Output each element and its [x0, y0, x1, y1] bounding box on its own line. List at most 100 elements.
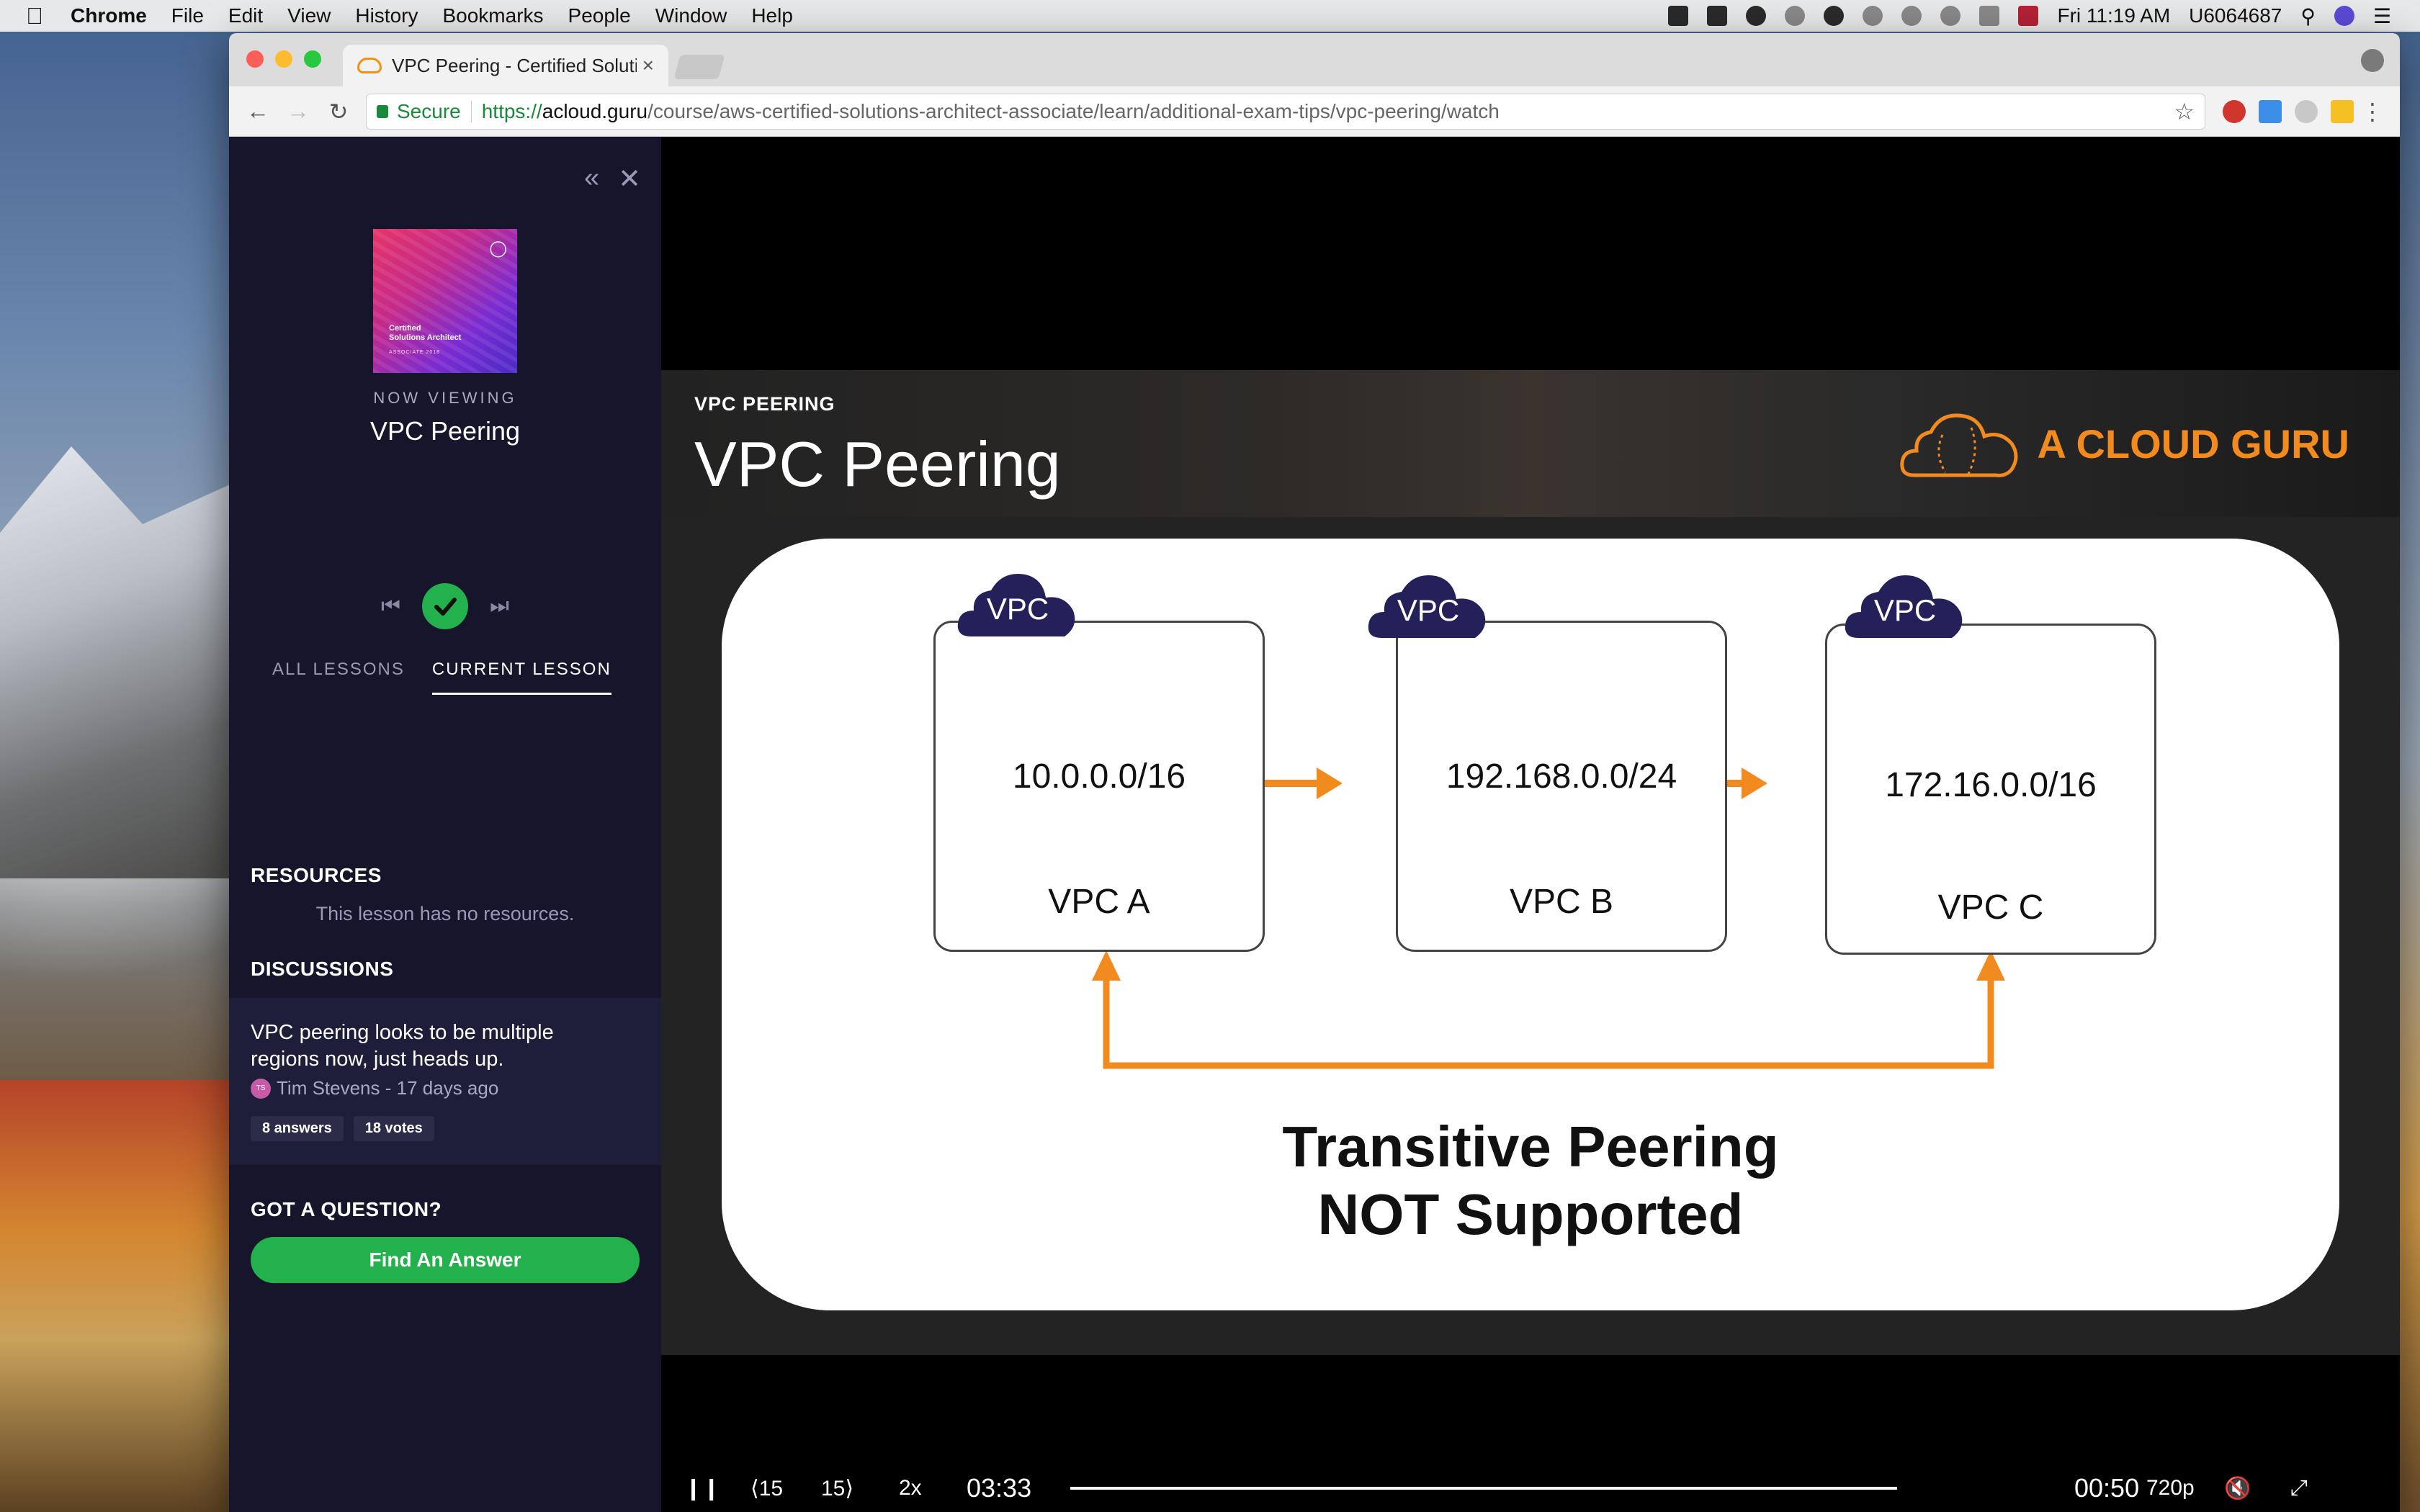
vpc-b-name: VPC B: [1509, 883, 1614, 921]
page-content: « ✕ ◯ Certified Solutions Architect ASSO…: [229, 137, 2400, 1512]
brand-logo: A CLOUD GURU: [1899, 406, 2349, 481]
url-path: /course/aws-certified-solutions-architec…: [647, 99, 1500, 122]
discussion-item[interactable]: VPC peering looks to be multiple regions…: [229, 998, 661, 1165]
back-arrow-icon[interactable]: ←: [246, 98, 269, 124]
menu-view[interactable]: View: [287, 4, 331, 27]
menu-bookmarks[interactable]: Bookmarks: [442, 4, 544, 27]
extension-circle-icon[interactable]: [2295, 99, 2318, 123]
new-tab-button[interactable]: [673, 55, 725, 79]
next-lesson-icon[interactable]: ⏭: [490, 594, 509, 618]
vpc-b-badge: VPC: [1397, 593, 1460, 627]
close-tab-icon[interactable]: ×: [642, 54, 654, 76]
tab-strip: VPC Peering - Certified Solutio ×: [229, 33, 2400, 86]
discussion-author[interactable]: Tim Stevens: [277, 1077, 380, 1099]
siri-icon[interactable]: [2334, 6, 2354, 26]
vpc-b-box: 192.168.0.0/24 VPC B: [1396, 621, 1727, 952]
tab-current-lesson[interactable]: CURRENT LESSON: [431, 660, 611, 695]
quality-button[interactable]: 720p: [2146, 1476, 2195, 1500]
forward-15-button[interactable]: 15⟩: [821, 1476, 854, 1500]
cloud-icon: [1368, 575, 1486, 638]
now-viewing-label: NOW VIEWING: [373, 389, 517, 407]
slide-caption: Transitive Peering NOT Supported: [722, 1113, 2339, 1248]
active-tab[interactable]: VPC Peering - Certified Solutio ×: [343, 45, 668, 86]
menu-edit[interactable]: Edit: [228, 4, 264, 27]
find-an-answer-button[interactable]: Find An Answer: [251, 1237, 640, 1283]
forward-label: 15: [821, 1476, 846, 1500]
cloud-logo-icon: [1899, 413, 2018, 477]
battery-icon[interactable]: [1979, 6, 2000, 26]
apple-menu-icon[interactable]: : [26, 3, 58, 30]
volume-icon[interactable]: [1940, 6, 1961, 26]
elapsed-time: 03:33: [967, 1473, 1032, 1503]
question-heading: GOT A QUESTION?: [251, 1198, 442, 1220]
creative-cloud-icon[interactable]: [1785, 6, 1806, 26]
cloud-icon: [1845, 575, 1963, 638]
extensions: [2213, 99, 2354, 123]
menu-people[interactable]: People: [568, 4, 631, 27]
votes-badge: 18 votes: [353, 1116, 434, 1141]
vpc-a-name: VPC A: [1048, 883, 1150, 921]
video-player[interactable]: VPC PEERING VPC Peering A CLOUD GURU: [661, 137, 2400, 1512]
lesson-navigation: ⏮ ⏭: [229, 583, 661, 629]
menu-help[interactable]: Help: [751, 4, 793, 27]
vpc-b-cidr: 192.168.0.0/24: [1446, 757, 1677, 796]
menu-bar:  Chrome File Edit View History Bookmark…: [0, 0, 2420, 32]
sidebar-controls: « ✕: [584, 163, 641, 195]
menu-history[interactable]: History: [355, 4, 418, 27]
lesson-complete-button[interactable]: [422, 583, 468, 629]
evernote-icon[interactable]: [1707, 6, 1728, 26]
url-host: acloud.guru: [542, 99, 648, 122]
us-flag-icon[interactable]: [2018, 6, 2039, 26]
tab-all-lessons[interactable]: ALL LESSONS: [272, 660, 405, 679]
chrome-menu-icon[interactable]: ⋮: [2361, 98, 2384, 125]
browser-window: VPC Peering - Certified Solutio × ← → ↻ …: [229, 33, 2400, 1512]
address-bar[interactable]: Secure https:// acloud.guru /course/aws-…: [366, 93, 2205, 130]
menubar-clock[interactable]: Fri 11:19 AM: [2057, 4, 2171, 27]
sync-icon[interactable]: [1824, 6, 1845, 26]
reload-icon[interactable]: ↻: [328, 98, 349, 125]
profile-icon[interactable]: [2361, 49, 2384, 72]
wallpaper-mountain: [0, 446, 238, 878]
skype-icon[interactable]: [1746, 6, 1767, 26]
menu-app-name[interactable]: Chrome: [71, 4, 147, 27]
bookmark-star-icon[interactable]: ☆: [2174, 98, 2195, 125]
extension-cast-icon[interactable]: [2331, 99, 2354, 123]
close-window-button[interactable]: [246, 50, 264, 68]
collapse-sidebar-icon[interactable]: «: [584, 163, 600, 193]
forward-arrow-icon[interactable]: →: [287, 98, 310, 124]
wifi-icon[interactable]: [1901, 6, 1922, 26]
menu-window[interactable]: Window: [655, 4, 727, 27]
zoom-window-button[interactable]: [304, 50, 321, 68]
playback-speed-button[interactable]: 2x: [899, 1476, 922, 1500]
vpc-a-badge: VPC: [986, 592, 1049, 626]
minimize-window-button[interactable]: [275, 50, 292, 68]
cover-title-line2: Solutions Architect: [389, 333, 462, 342]
printer-icon[interactable]: [1668, 6, 1689, 26]
menubar-user[interactable]: U6064687: [2189, 4, 2282, 27]
rewind-15-button[interactable]: ⟨15: [750, 1476, 784, 1500]
extension-download-icon[interactable]: [2259, 99, 2282, 123]
discussions-heading: DISCUSSIONS: [251, 958, 394, 980]
fullscreen-icon[interactable]: ⤢: [2290, 1476, 2308, 1500]
answers-badge: 8 answers: [251, 1116, 344, 1141]
progress-bar[interactable]: [1070, 1487, 1897, 1490]
menu-file[interactable]: File: [171, 4, 204, 27]
close-sidebar-icon[interactable]: ✕: [618, 164, 641, 194]
course-sidebar: « ✕ ◯ Certified Solutions Architect ASSO…: [229, 137, 661, 1512]
vpc-a-cidr: 10.0.0.0/16: [1012, 757, 1186, 796]
mute-icon[interactable]: 🔇: [2224, 1476, 2251, 1500]
pause-icon[interactable]: ❙❙: [684, 1476, 721, 1500]
discussion-title[interactable]: VPC peering looks to be multiple regions…: [251, 1021, 554, 1071]
spotlight-icon[interactable]: ⚲: [2300, 4, 2316, 27]
previous-lesson-icon[interactable]: ⏮: [381, 594, 400, 618]
bluetooth-icon[interactable]: [1863, 6, 1883, 26]
player-controls: ❙❙ ⟨15 15⟩ 2x 03:33 00:50 720p 🔇 ⤢: [661, 1464, 2400, 1512]
window-controls: [246, 50, 321, 68]
meta-separator: -: [380, 1077, 397, 1099]
slide-kicker: VPC PEERING: [694, 393, 835, 415]
extension-adblock-icon[interactable]: [2223, 99, 2246, 123]
secure-label: Secure: [397, 99, 461, 122]
caption-line2: NOT Supported: [1317, 1182, 1744, 1246]
browser-toolbar: ← → ↻ Secure https:// acloud.guru /cours…: [229, 86, 2400, 137]
notification-center-icon[interactable]: ☰: [2372, 4, 2391, 27]
